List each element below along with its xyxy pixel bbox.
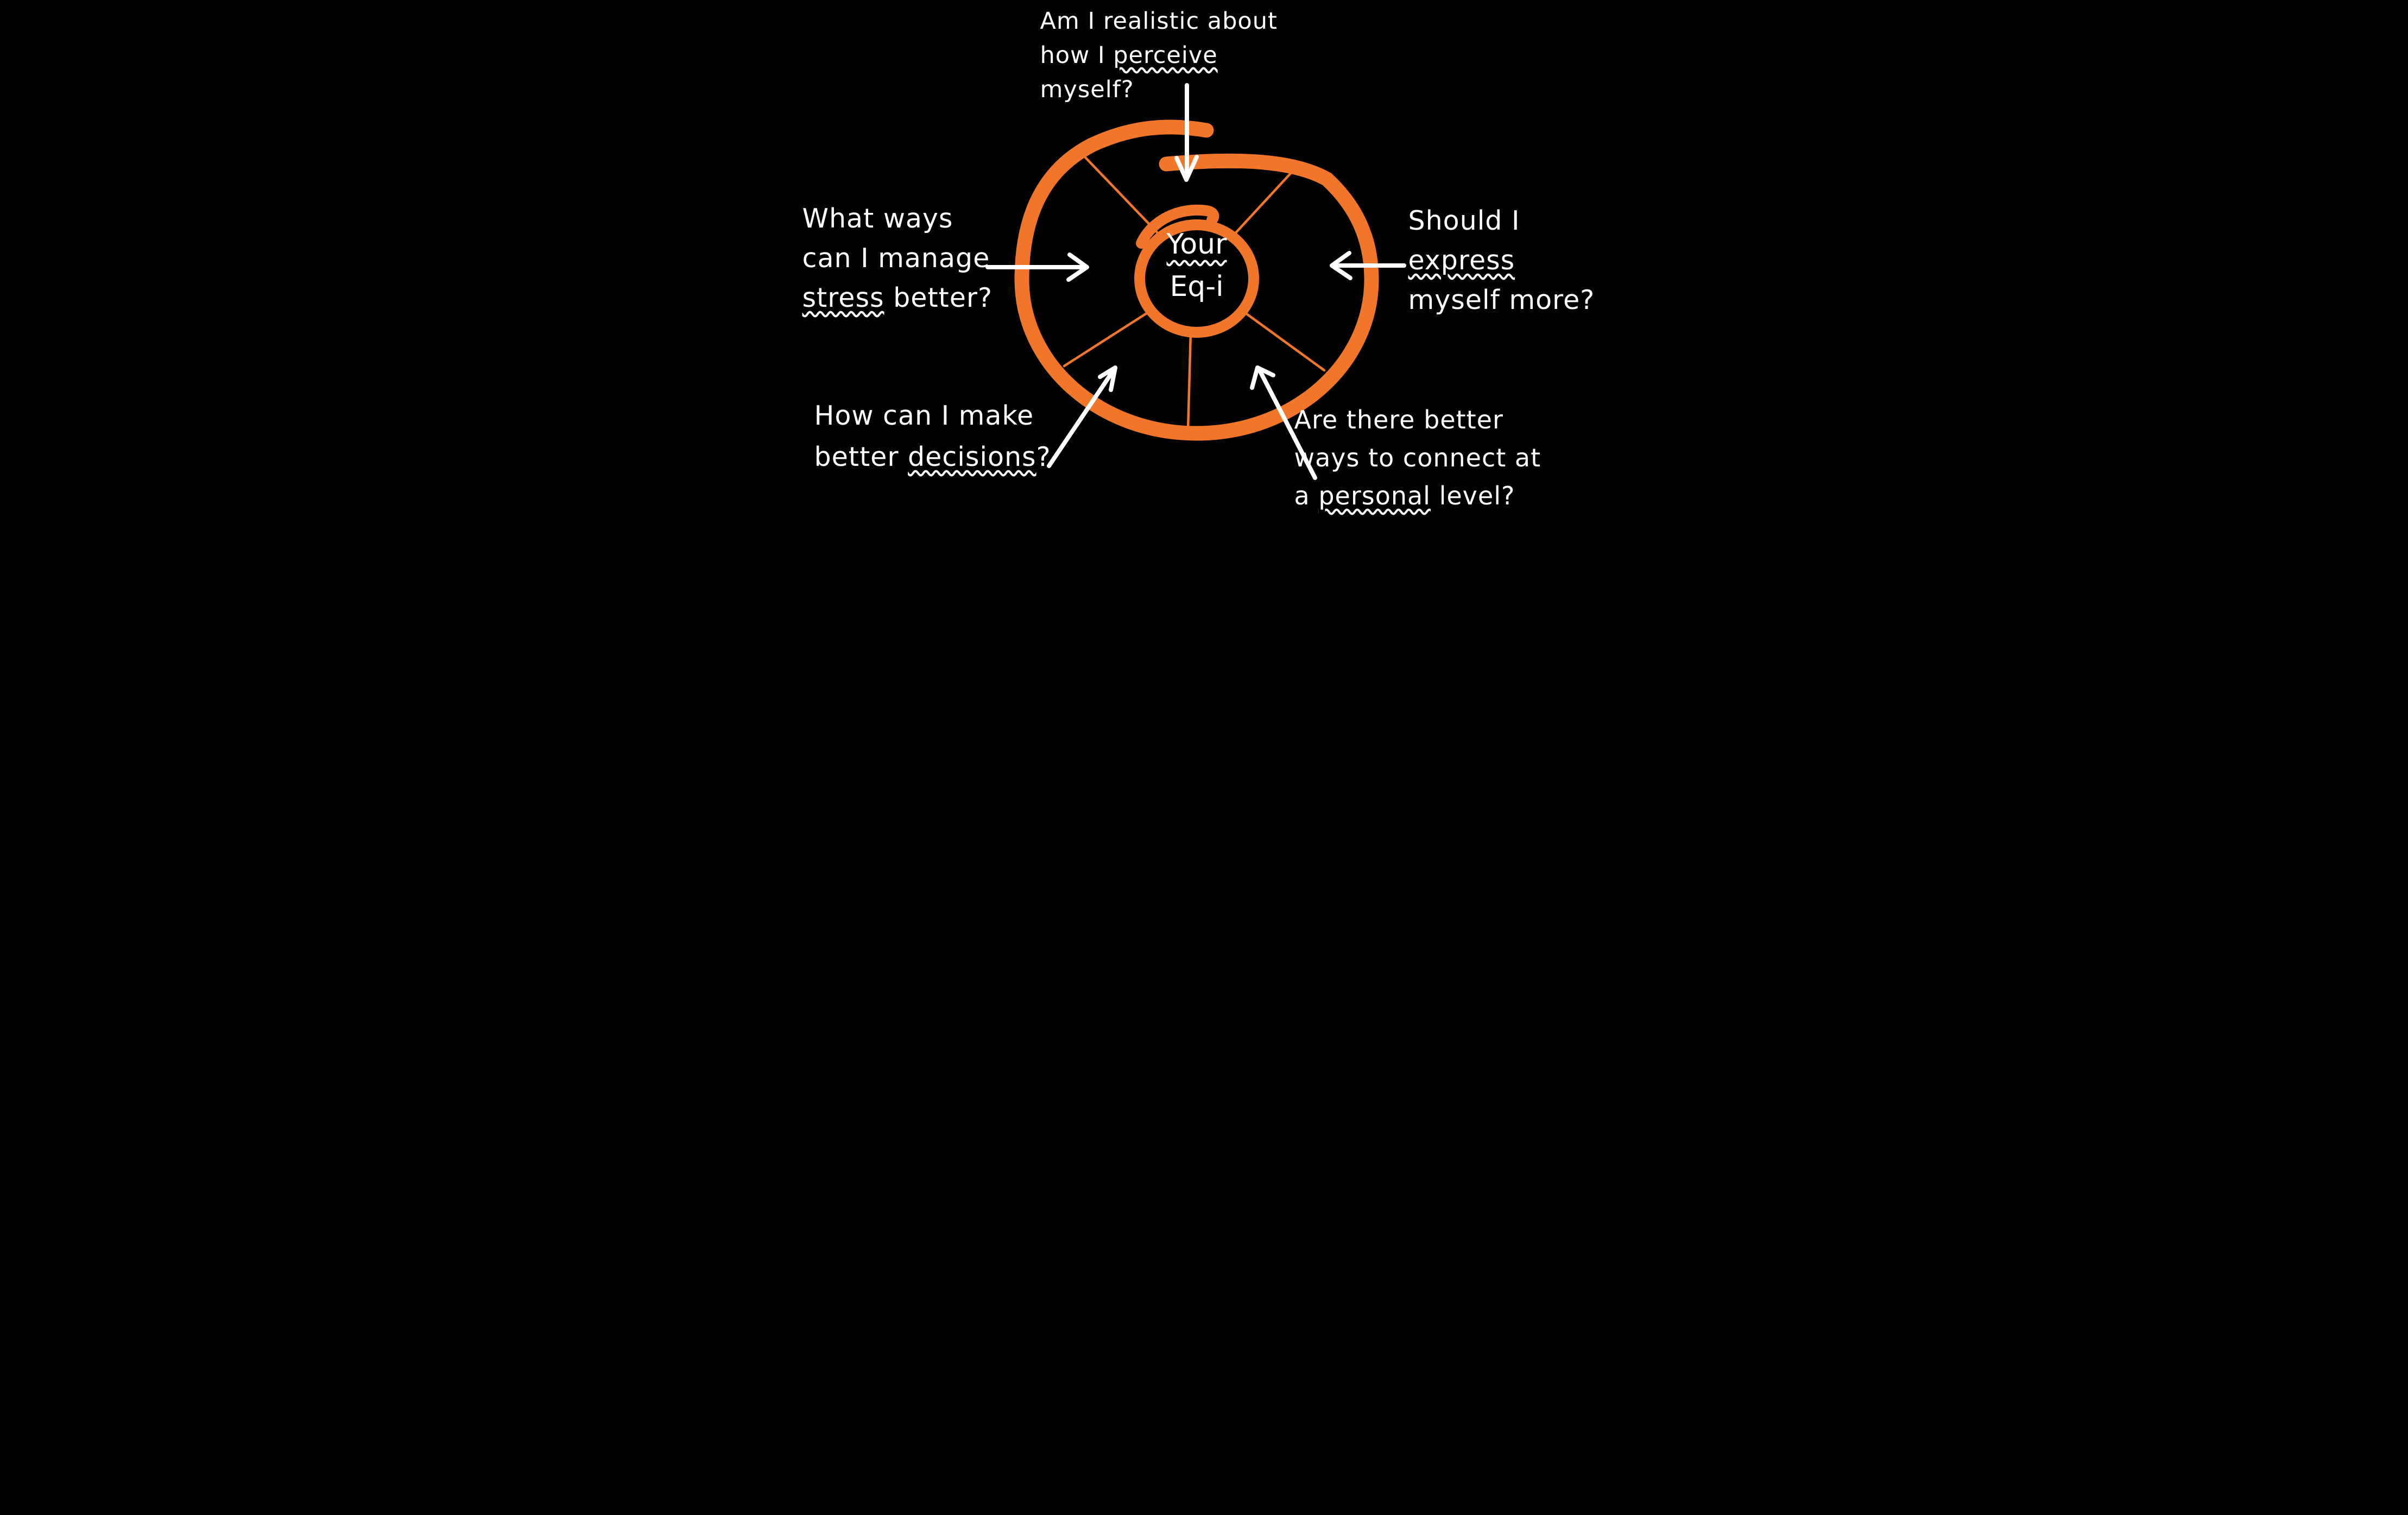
arrow-left-icon: [1329, 251, 1406, 280]
question-self-perception: Am I realistic about how I perceive myse…: [1040, 4, 1278, 107]
question-stress-management: What ways can I manage stress better?: [802, 199, 993, 318]
question-line: stress better?: [802, 282, 993, 313]
question-line: express: [1408, 241, 1595, 280]
question-line: a personal level?: [1294, 481, 1515, 510]
arrow-up-left-icon: [1249, 365, 1317, 480]
question-line: how I perceive: [1040, 42, 1218, 69]
question-self-expression: Should I express myself more?: [1408, 201, 1595, 320]
spoke-upper-right: [1231, 163, 1300, 237]
center-label: Your Eq-i: [1141, 230, 1253, 301]
underlined-word: decisions: [908, 441, 1036, 472]
question-line: How can I make: [814, 400, 1034, 431]
question-line: Should I: [1408, 205, 1520, 236]
arrow-down-icon: [1174, 83, 1199, 182]
question-line: myself?: [1040, 76, 1134, 103]
question-line: What ways: [802, 203, 953, 234]
spoke-bottom: [1186, 330, 1192, 432]
question-line: ways to connect at: [1294, 443, 1541, 472]
center-label-line1: Your: [1166, 228, 1227, 261]
center-label-line2: Eq-i: [1170, 270, 1224, 303]
spoke-upper-left: [1084, 156, 1161, 237]
underlined-word: stress: [802, 282, 884, 313]
underlined-word: personal: [1318, 481, 1431, 510]
wheel-drawing: [985, 83, 1406, 480]
arrow-up-right-icon: [1046, 365, 1117, 468]
canvas: Your Eq-i Am I realistic about how I per…: [778, 0, 1630, 535]
question-line: Am I realistic about: [1040, 8, 1278, 35]
spoke-lower-left: [1063, 310, 1151, 368]
spoke-lower-right: [1241, 310, 1325, 372]
question-line: myself more?: [1408, 285, 1595, 315]
underlined-word: perceive: [1113, 42, 1218, 69]
question-line: can I manage: [802, 243, 990, 274]
outer-ring: [1014, 119, 1379, 441]
arrow-right-icon: [985, 252, 1089, 282]
question-line: Are there better: [1294, 405, 1503, 434]
inner-ring-hook: [1135, 204, 1219, 249]
inner-ring: [1134, 219, 1259, 338]
underlined-word: express: [1408, 245, 1515, 276]
question-decision-making: How can I make better decisions?: [814, 395, 1051, 478]
question-line: better decisions?: [814, 441, 1051, 472]
question-interpersonal: Are there better ways to connect at a pe…: [1294, 401, 1541, 515]
